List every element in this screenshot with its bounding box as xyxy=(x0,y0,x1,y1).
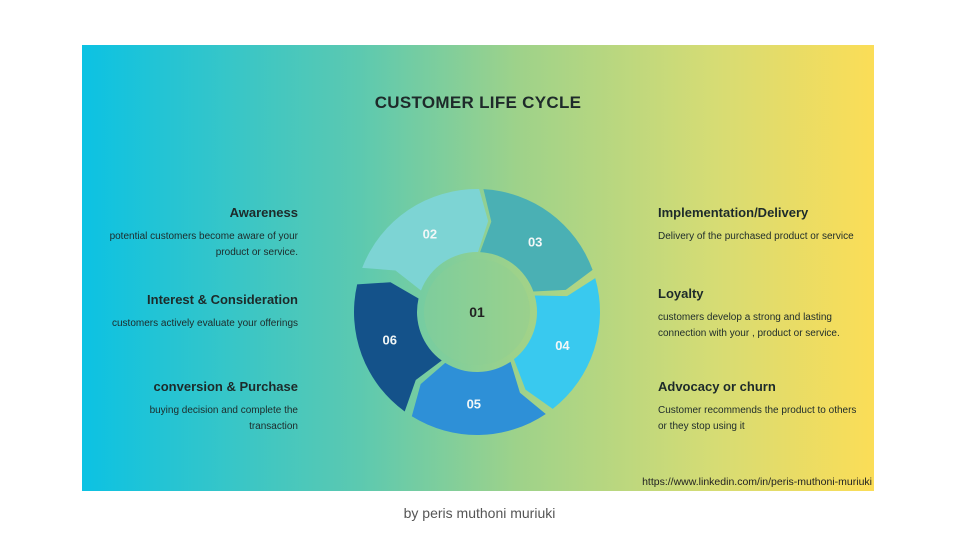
segment-03 xyxy=(480,189,593,292)
stage-title: conversion & Purchase xyxy=(153,379,299,394)
stage-interest: Interest & Consideration customers activ… xyxy=(98,292,298,332)
center-label: 01 xyxy=(469,304,485,320)
segment-label: 04 xyxy=(555,338,570,353)
segment-label: 03 xyxy=(528,234,542,249)
segment-label: 05 xyxy=(467,396,481,411)
segment-label: 02 xyxy=(423,227,437,242)
stage-desc: potential customers become aware of your… xyxy=(109,231,298,258)
stage-desc: Delivery of the purchased product or ser… xyxy=(658,231,854,242)
stage-desc: buying decision and complete the transac… xyxy=(149,405,298,432)
stage-advocacy: Advocacy or churn Customer recommends th… xyxy=(658,379,858,435)
stage-title: Advocacy or churn xyxy=(658,379,776,394)
stage-desc: customers develop a strong and lasting c… xyxy=(658,312,840,339)
stage-conversion: conversion & Purchase buying decision an… xyxy=(98,379,298,435)
stage-desc: customers actively evaluate your offerin… xyxy=(111,318,298,329)
segment-06 xyxy=(353,282,442,412)
credit-caption: by peris muthoni muriuki xyxy=(403,505,556,521)
slide-title: CUSTOMER LIFE CYCLE xyxy=(374,93,582,112)
stage-awareness: Awareness potential customers become awa… xyxy=(98,205,298,261)
stage-title: Awareness xyxy=(229,205,298,220)
segment-05 xyxy=(411,361,546,436)
segment-02 xyxy=(362,189,489,291)
stage-desc: Customer recommends the product to other… xyxy=(658,405,857,432)
cycle-diagram: 02 03 04 05 06 01 xyxy=(353,189,600,436)
stage-delivery: Implementation/Delivery Delivery of the … xyxy=(658,205,858,245)
stage-title: Loyalty xyxy=(658,286,704,301)
stage-title: Interest & Consideration xyxy=(147,292,298,307)
segment-04 xyxy=(513,278,600,409)
center-circle xyxy=(424,259,530,365)
stage-loyalty: Loyalty customers develop a strong and l… xyxy=(658,286,858,342)
stage-title: Implementation/Delivery xyxy=(658,205,809,220)
linkedin-url[interactable]: https://www.linkedin.com/in/peris-muthon… xyxy=(642,476,872,488)
segment-label: 06 xyxy=(383,333,397,348)
infographic-slide: CUSTOMER LIFE CYCLE Awareness potential … xyxy=(82,45,874,491)
